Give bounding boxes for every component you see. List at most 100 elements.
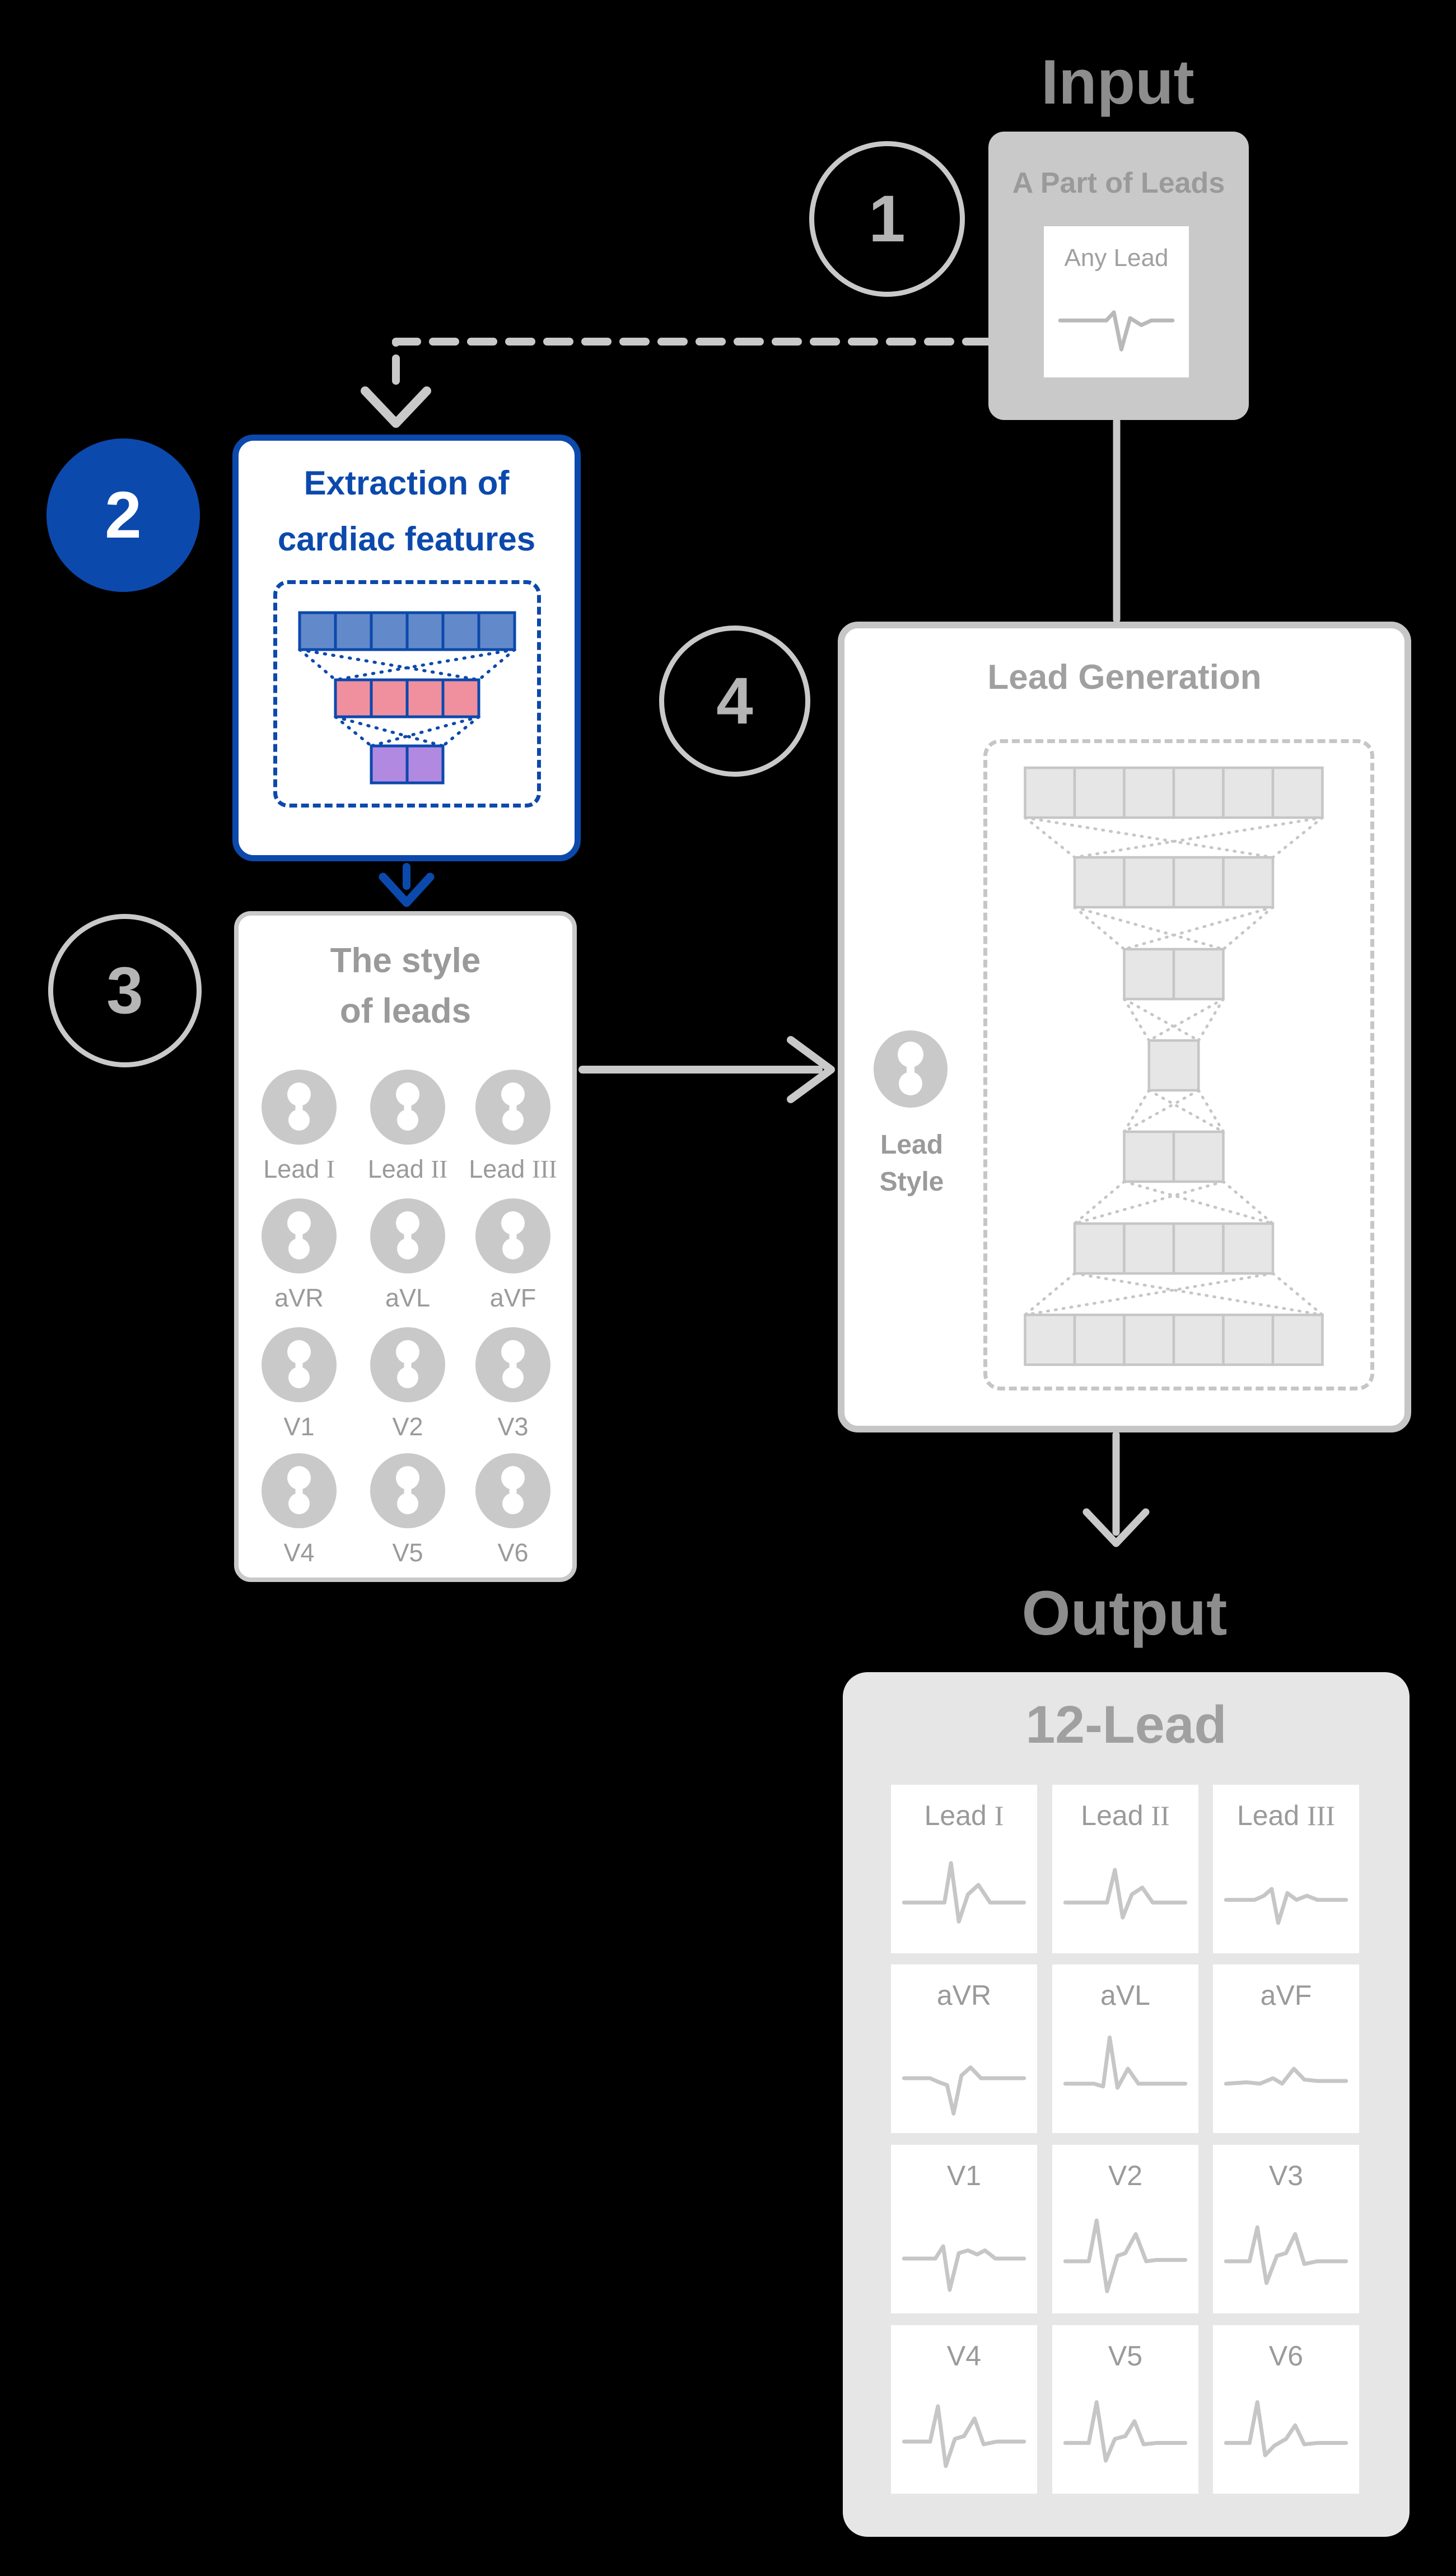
output-lead-card-avr: aVR xyxy=(891,1964,1037,2133)
network-diagram xyxy=(1024,766,1324,1366)
any-lead-label: Any Lead xyxy=(1064,244,1169,272)
lead-style-label-line1: Lead xyxy=(880,1130,944,1160)
input-box-title: A Part of Leads xyxy=(1012,167,1225,199)
ecg-wave-path xyxy=(904,2246,1024,2290)
style-lead-item-v5: V5 xyxy=(353,1453,462,1567)
ecg-wave-icon xyxy=(1060,1844,1191,1939)
output-panel-title: 12-Lead xyxy=(1025,1695,1227,1754)
extraction-network-frame xyxy=(273,580,541,808)
lead-label: Lead I xyxy=(263,1155,335,1183)
electrode-icon xyxy=(475,1453,550,1528)
output-lead-card-v5: V5 xyxy=(1052,2325,1198,2494)
output-heading: Output xyxy=(1021,1578,1228,1648)
lead-label: V3 xyxy=(497,1412,529,1441)
ecg-wave-icon xyxy=(1060,2384,1191,2480)
ecg-wave-icon xyxy=(1060,2384,1191,2480)
style-title-line1: The style xyxy=(330,941,481,980)
ecg-wave-icon xyxy=(1060,2024,1191,2119)
lead-label: V2 xyxy=(392,1412,423,1441)
lead-label: aVR xyxy=(274,1284,324,1312)
electrode-icon xyxy=(475,1198,550,1273)
network-diagram xyxy=(298,611,516,785)
ecg-wave-icon xyxy=(1060,2204,1191,2299)
electrode-icon xyxy=(370,1453,445,1528)
ecg-wave-path xyxy=(1060,312,1173,349)
ecg-wave-icon xyxy=(1060,2024,1191,2119)
step-number-1: 1 xyxy=(869,182,906,256)
ecg-wave-icon xyxy=(899,2204,1029,2299)
ecg-wave-icon xyxy=(1054,283,1179,365)
lead-label: V5 xyxy=(392,1538,423,1567)
style-lead-item-avl: aVL xyxy=(353,1198,462,1313)
arrow-right-icon xyxy=(787,1036,835,1103)
lead-generation-box: Lead Generation Lead Style xyxy=(838,622,1411,1432)
output-lead-card-v2: V2 xyxy=(1052,2145,1198,2313)
ecg-wave-icon xyxy=(1221,1844,1351,1939)
extraction-box: Extraction of cardiac features xyxy=(232,435,581,861)
electrode-icon xyxy=(475,1327,550,1402)
ecg-wave-path xyxy=(1226,1889,1346,1923)
card-label: V3 xyxy=(1268,2160,1304,2191)
output-lead-card-lead-i: Lead I xyxy=(891,1785,1037,1953)
electrode-icon xyxy=(370,1070,445,1145)
ecg-wave-icon xyxy=(1221,2204,1351,2299)
ecg-wave-icon xyxy=(1054,283,1179,365)
ecg-wave-icon xyxy=(1221,1844,1351,1939)
input-heading: Input xyxy=(1041,47,1194,117)
step-circle-3: 3 xyxy=(48,914,202,1067)
step-circle-2: 2 xyxy=(46,438,200,592)
card-label: aVR xyxy=(936,1980,992,2011)
step-number-3: 3 xyxy=(106,954,143,1028)
ecg-wave-path xyxy=(1065,2402,1185,2461)
ecg-wave-icon xyxy=(899,2204,1029,2299)
ecg-wave-icon xyxy=(899,2024,1029,2119)
electrode-icon xyxy=(475,1070,550,1145)
extraction-title-line1: Extraction of xyxy=(304,464,510,502)
card-label: V4 xyxy=(946,2340,982,2372)
step-number-4: 4 xyxy=(716,664,753,738)
extraction-title-line2: cardiac features xyxy=(277,520,536,558)
electrode-icon xyxy=(475,1198,550,1273)
ecg-wave-path xyxy=(1226,2227,1346,2283)
ecg-wave-icon xyxy=(899,2384,1029,2480)
output-lead-card-v4: V4 xyxy=(891,2325,1037,2494)
electrode-icon xyxy=(475,1070,550,1145)
style-lead-item-v1: V1 xyxy=(245,1327,353,1441)
electrode-icon xyxy=(874,1030,948,1108)
style-title-line2: of leads xyxy=(339,992,472,1030)
lead-label: V4 xyxy=(283,1538,315,1567)
ecg-wave-icon xyxy=(1221,2204,1351,2299)
hourglass-network-icon xyxy=(987,743,1370,1387)
ecg-wave-icon xyxy=(1221,2024,1351,2119)
style-lead-item-lead-iii: Lead III xyxy=(459,1070,567,1184)
card-label: V1 xyxy=(946,2160,982,2191)
output-lead-card-lead-iii: Lead III xyxy=(1213,1785,1359,1953)
ecg-wave-path xyxy=(904,2406,1024,2466)
lead-label: Lead III xyxy=(469,1155,557,1183)
encoder-network-icon xyxy=(277,584,537,804)
electrode-icon xyxy=(370,1327,445,1402)
style-lead-item-avr: aVR xyxy=(245,1198,353,1313)
card-label: V2 xyxy=(1108,2160,1143,2191)
lead-label: V6 xyxy=(497,1538,529,1567)
output-lead-card-v3: V3 xyxy=(1213,2145,1359,2313)
electrode-icon xyxy=(262,1453,337,1528)
generation-network-frame xyxy=(983,739,1374,1390)
style-lead-item-v4: V4 xyxy=(245,1453,353,1567)
ecg-wave-path xyxy=(904,1863,1024,1921)
electrode-icon xyxy=(262,1327,337,1402)
lead-label: aVL xyxy=(385,1284,431,1312)
card-label: aVF xyxy=(1260,1980,1312,2011)
lead-style-label-line2: Style xyxy=(879,1167,944,1197)
input-to-extraction-dashed-line xyxy=(392,338,992,389)
style-lead-item-lead-i: Lead I xyxy=(245,1070,353,1184)
card-label: Lead I xyxy=(924,1800,1004,1831)
lead-label: aVF xyxy=(489,1284,536,1312)
output-lead-card-avl: aVL xyxy=(1052,1964,1198,2133)
lead-generation-title: Lead Generation xyxy=(987,658,1262,697)
step-circle-4: 4 xyxy=(659,626,810,777)
extraction-title: Extraction of cardiac features xyxy=(239,455,575,567)
